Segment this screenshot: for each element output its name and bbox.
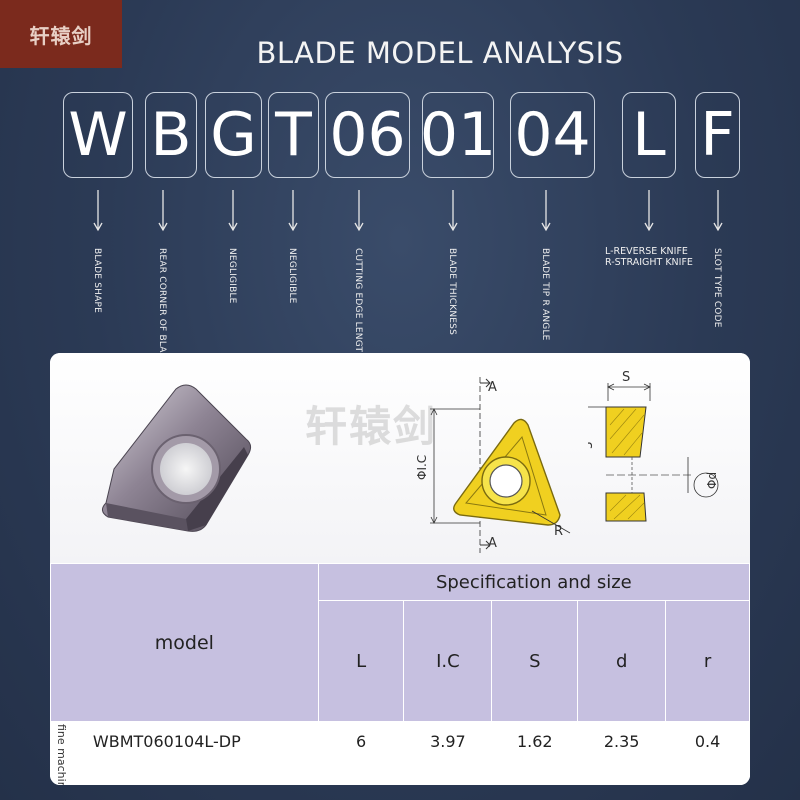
code-box-f: F	[695, 92, 740, 178]
value-cell: 2.35	[577, 721, 667, 761]
label-rear-corner: REAR CORNER OF BLADE	[157, 248, 167, 366]
code-box-04: 04	[510, 92, 595, 178]
col-header-l: L	[317, 600, 405, 722]
label-cutting-edge: CUTTING EDGE LENGTH	[353, 248, 363, 360]
group-label: fine machining	[55, 724, 68, 785]
value-cell: 1.62	[491, 721, 579, 761]
down-arrow-icon	[228, 190, 238, 232]
code-char: 06	[329, 100, 406, 170]
down-arrow-icon	[354, 190, 364, 232]
label-tip-angle: BLADE TIP R ANGLE	[540, 248, 550, 341]
group-cell: fine machining	[50, 721, 83, 785]
label-negligible-g: NEGLIGIBLE	[227, 248, 237, 304]
insert-section-view: S 5° Φd	[588, 370, 719, 522]
code-box-w: W	[63, 92, 133, 178]
value-cell	[491, 760, 579, 785]
down-arrow-icon	[448, 190, 458, 232]
brand-logo: 轩辕剑	[0, 0, 122, 68]
down-arrow-icon	[541, 190, 551, 232]
model-header: model	[50, 563, 319, 722]
down-arrow-icon	[93, 190, 103, 232]
down-arrow-icon	[713, 190, 723, 232]
down-arrow-icon	[288, 190, 298, 232]
logo-text: 轩辕剑	[29, 23, 93, 48]
label-reverse-knife: L-REVERSE KNIFE	[605, 246, 688, 257]
label-blade-thickness: BLADE THICKNESS	[447, 248, 457, 335]
code-box-g: G	[205, 92, 262, 178]
label-knife-direction: L-REVERSE KNIFE R-STRAIGHT KNIFE	[605, 246, 693, 268]
thickness-label: S	[622, 370, 630, 385]
spec-card: 轩辕剑	[50, 353, 750, 785]
table-row: fine machining WBMT060104L-DP 6 3.97 1.6…	[50, 721, 750, 785]
model-cell	[81, 760, 319, 785]
col-header-d: d	[577, 600, 667, 722]
value-cell	[665, 760, 750, 785]
code-box-b: B	[145, 92, 197, 178]
spec-table: model Specification and size L I.C S d r…	[50, 563, 750, 785]
angle-label: 5°	[588, 435, 595, 449]
code-char: G	[210, 100, 257, 170]
watermark: 轩辕剑	[305, 402, 438, 451]
down-arrow-icon	[158, 190, 168, 232]
label-negligible-t: NEGLIGIBLE	[287, 248, 297, 304]
code-char: F	[700, 100, 735, 170]
code-char: L	[632, 100, 666, 170]
value-cell: 0.4	[665, 721, 750, 761]
value-cell	[403, 760, 493, 785]
code-char: 04	[514, 100, 591, 170]
diagram-area: 轩辕剑	[50, 353, 750, 563]
insert-front-view: A A ΦI.C R	[415, 377, 571, 553]
code-char: W	[68, 100, 128, 170]
down-arrow-icon	[644, 190, 654, 232]
code-char: T	[275, 100, 312, 170]
col-header-r: r	[665, 600, 750, 722]
code-char: B	[150, 100, 192, 170]
col-header-s: S	[491, 600, 579, 722]
spec-header: Specification and size	[317, 563, 750, 601]
value-cell: 3.97	[403, 721, 493, 761]
ic-label: ΦI.C	[415, 455, 429, 480]
bore-label: Φd	[705, 472, 719, 489]
code-char: 01	[419, 100, 497, 170]
code-box-01: 01	[419, 92, 497, 178]
code-box-t: T	[268, 92, 319, 178]
code-box-l: L	[622, 92, 676, 178]
section-label-bottom: A	[488, 536, 497, 551]
table-row	[51, 760, 750, 785]
value-cell: 6	[317, 721, 405, 761]
label-blade-shape: BLADE SHAPE	[92, 248, 102, 313]
section-label-top: A	[488, 380, 497, 395]
value-cell	[577, 760, 667, 785]
col-header-ic: I.C	[403, 600, 493, 722]
model-cell: WBMT060104L-DP	[81, 721, 319, 761]
label-straight-knife: R-STRAIGHT KNIFE	[605, 257, 693, 268]
label-slot-type: SLOT TYPE CODE	[712, 248, 722, 328]
radius-label: R	[554, 524, 563, 539]
insert-photo	[102, 384, 252, 532]
code-box-06: 06	[325, 92, 410, 178]
page-title: BLADE MODEL ANALYSIS	[256, 36, 624, 70]
value-cell	[317, 760, 405, 785]
